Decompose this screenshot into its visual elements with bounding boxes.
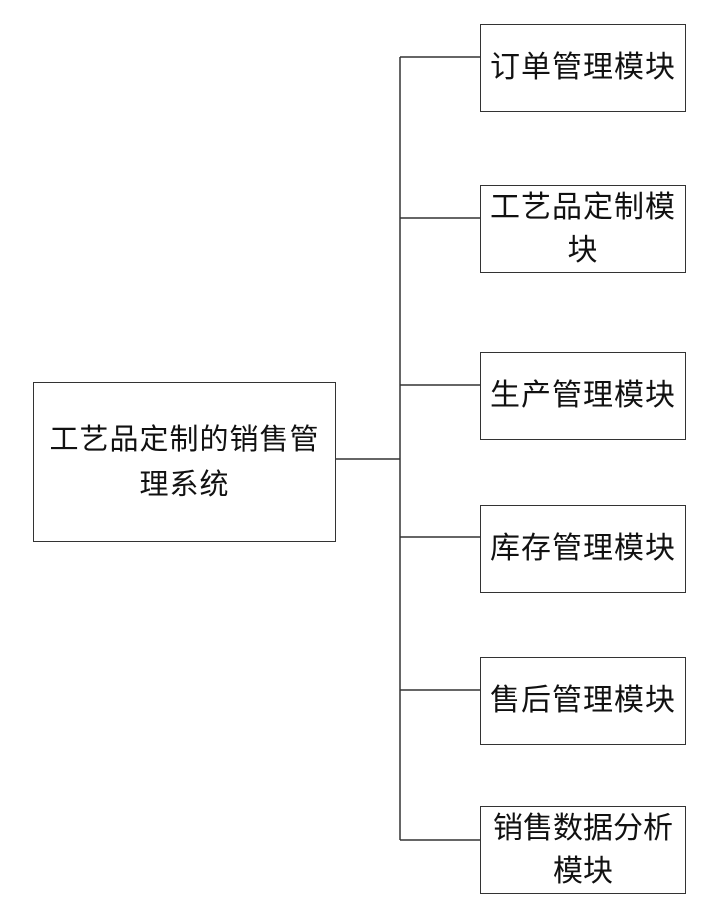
module-box-order: 订单管理模块 bbox=[480, 24, 686, 112]
module-box-after-sales: 售后管理模块 bbox=[480, 657, 686, 745]
module-label-sales-analysis: 销售数据分析模块 bbox=[481, 807, 685, 894]
module-box-sales-analysis: 销售数据分析模块 bbox=[480, 806, 686, 894]
module-label-order: 订单管理模块 bbox=[483, 46, 683, 90]
module-label-inventory: 库存管理模块 bbox=[483, 527, 683, 571]
module-box-customization: 工艺品定制模块 bbox=[480, 185, 686, 273]
module-label-production: 生产管理模块 bbox=[483, 374, 683, 418]
root-system-label: 工艺品定制的销售管理系统 bbox=[40, 417, 330, 507]
module-label-after-sales: 售后管理模块 bbox=[483, 679, 683, 723]
root-system-box: 工艺品定制的销售管理系统 bbox=[33, 382, 336, 542]
module-box-production: 生产管理模块 bbox=[480, 352, 686, 440]
module-label-customization: 工艺品定制模块 bbox=[483, 186, 683, 273]
module-box-inventory: 库存管理模块 bbox=[480, 505, 686, 593]
